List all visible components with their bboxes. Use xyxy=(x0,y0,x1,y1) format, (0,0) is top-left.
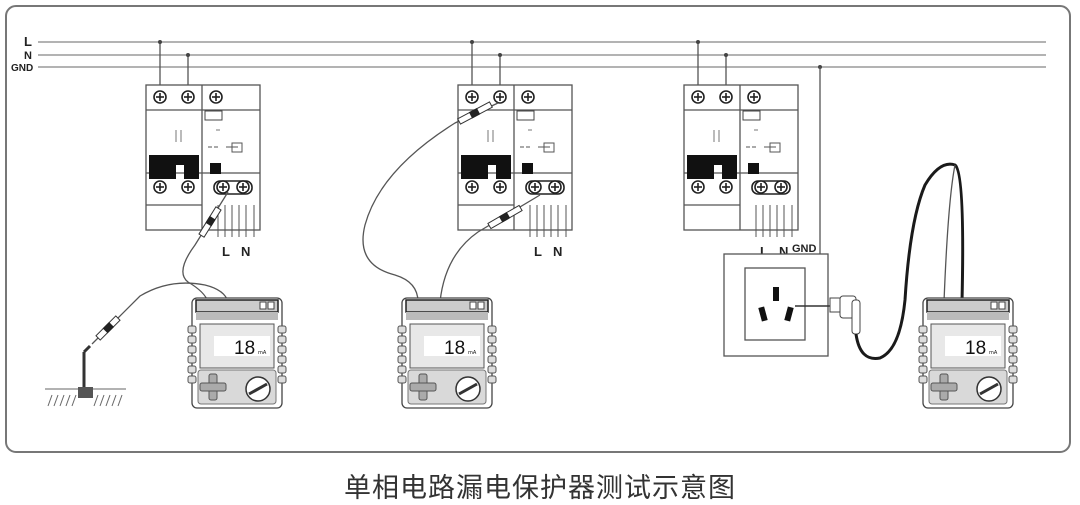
bus-label-live: L xyxy=(24,34,32,49)
terminal-label-neutral: N xyxy=(553,244,562,259)
test-lead-panel2-lower xyxy=(439,194,541,303)
terminal-screw-icon xyxy=(181,90,195,104)
test-lead-panel1 xyxy=(182,191,229,303)
breaker-handle xyxy=(687,155,737,179)
tester-reading: 18 xyxy=(444,338,465,359)
tester-rotary-dial xyxy=(245,376,271,402)
cord-lead xyxy=(943,164,956,303)
tester-dpad xyxy=(409,373,437,401)
breaker-handle xyxy=(149,155,199,179)
terminal-screw-icon xyxy=(209,90,223,104)
terminal-label-neutral: N xyxy=(779,244,788,259)
probe-panel2-lower xyxy=(487,204,523,230)
probe-ground xyxy=(95,315,121,341)
ground-electrode xyxy=(45,344,126,407)
wall-socket xyxy=(723,253,830,357)
terminal-screw-icon xyxy=(521,90,535,104)
tester-rotary-dial xyxy=(455,376,481,402)
terminal-screw-icon xyxy=(719,90,733,104)
terminal-screw-icon xyxy=(691,90,705,104)
terminal-screw-icon xyxy=(528,180,542,194)
terminal-screw-icon xyxy=(747,90,761,104)
terminal-screw-icon xyxy=(181,180,195,194)
terminal-screw-icon xyxy=(719,180,733,194)
diagram-frame xyxy=(5,5,1071,453)
probe-panel1 xyxy=(198,206,222,238)
tester-unit: mA xyxy=(989,350,998,356)
breaker-handle xyxy=(461,155,511,179)
tester-dpad xyxy=(930,373,958,401)
tester-rotary-dial xyxy=(976,376,1002,402)
terminal-screw-icon xyxy=(153,90,167,104)
tester-reading: 18 xyxy=(965,338,986,359)
tester-unit: mA xyxy=(258,350,267,356)
terminal-label-neutral: N xyxy=(241,244,250,259)
terminal-screw-icon xyxy=(774,180,788,194)
plug xyxy=(829,295,861,335)
bus-label-ground: GND xyxy=(11,63,33,74)
terminal-screw-icon xyxy=(493,90,507,104)
test-lead-ground xyxy=(91,282,229,345)
terminal-label-live: L xyxy=(760,244,768,259)
terminal-screw-icon xyxy=(465,90,479,104)
diagram-caption: 单相电路漏电保护器测试示意图 xyxy=(344,473,736,504)
probe-panel2-upper xyxy=(457,101,493,125)
tester-reading: 18 xyxy=(234,338,255,359)
terminal-label-live: L xyxy=(222,244,230,259)
terminal-label-live: L xyxy=(534,244,542,259)
terminal-screw-icon xyxy=(691,180,705,194)
test-button xyxy=(522,163,533,174)
terminal-screw-icon xyxy=(548,180,562,194)
test-lead-panel2-upper xyxy=(362,102,499,303)
terminal-screw-icon xyxy=(236,180,250,194)
terminal-screw-icon xyxy=(493,180,507,194)
tester-dpad xyxy=(199,373,227,401)
power-cord xyxy=(854,162,965,360)
test-button xyxy=(210,163,221,174)
tester-unit: mA xyxy=(468,350,477,356)
terminal-label-ground: GND xyxy=(792,243,817,255)
terminal-screw-icon xyxy=(754,180,768,194)
bus-label-neutral: N xyxy=(24,50,32,62)
terminal-screw-icon xyxy=(153,180,167,194)
terminal-screw-icon xyxy=(465,180,479,194)
terminal-screw-icon xyxy=(216,180,230,194)
test-button xyxy=(748,163,759,174)
